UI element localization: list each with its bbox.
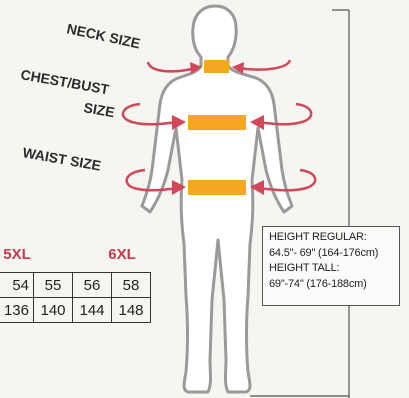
waist-size-label: WAIST SIZE [21,144,102,174]
chest-band [188,115,246,130]
neck-size-label: NECK SIZE [65,20,141,51]
size-table: 54 55 56 58 136 140 144 148 [0,272,151,323]
height-tall-value: 69"-74" (176-188cm) [269,277,399,293]
table-cell: 54 [0,273,34,298]
table-cell: 144 [73,298,112,323]
height-info-box: HEIGHT REGULAR: 64.5"- 69" (164-176cm) H… [262,226,400,306]
table-cell: 136 [0,298,34,323]
chest-size-label-line2: SIZE [82,99,115,120]
waist-band [188,180,246,195]
table-cell: 55 [34,273,73,298]
size-header-6xl: 6XL [102,246,142,263]
neck-band [204,60,229,73]
height-regular-value: 64.5"- 69" (164-176cm) [269,246,399,262]
chest-size-label: CHEST/BUST [19,66,110,97]
table-row: 54 55 56 58 [0,273,151,298]
table-cell: 140 [34,298,73,323]
height-regular-label: HEIGHT REGULAR: [269,230,399,246]
table-cell: 148 [112,298,151,323]
table-row: 136 140 144 148 [0,298,151,323]
table-cell: 58 [112,273,151,298]
table-cell: 56 [73,273,112,298]
size-header-5xl: 5XL [0,246,34,263]
height-tall-label: HEIGHT TALL: [269,261,399,277]
